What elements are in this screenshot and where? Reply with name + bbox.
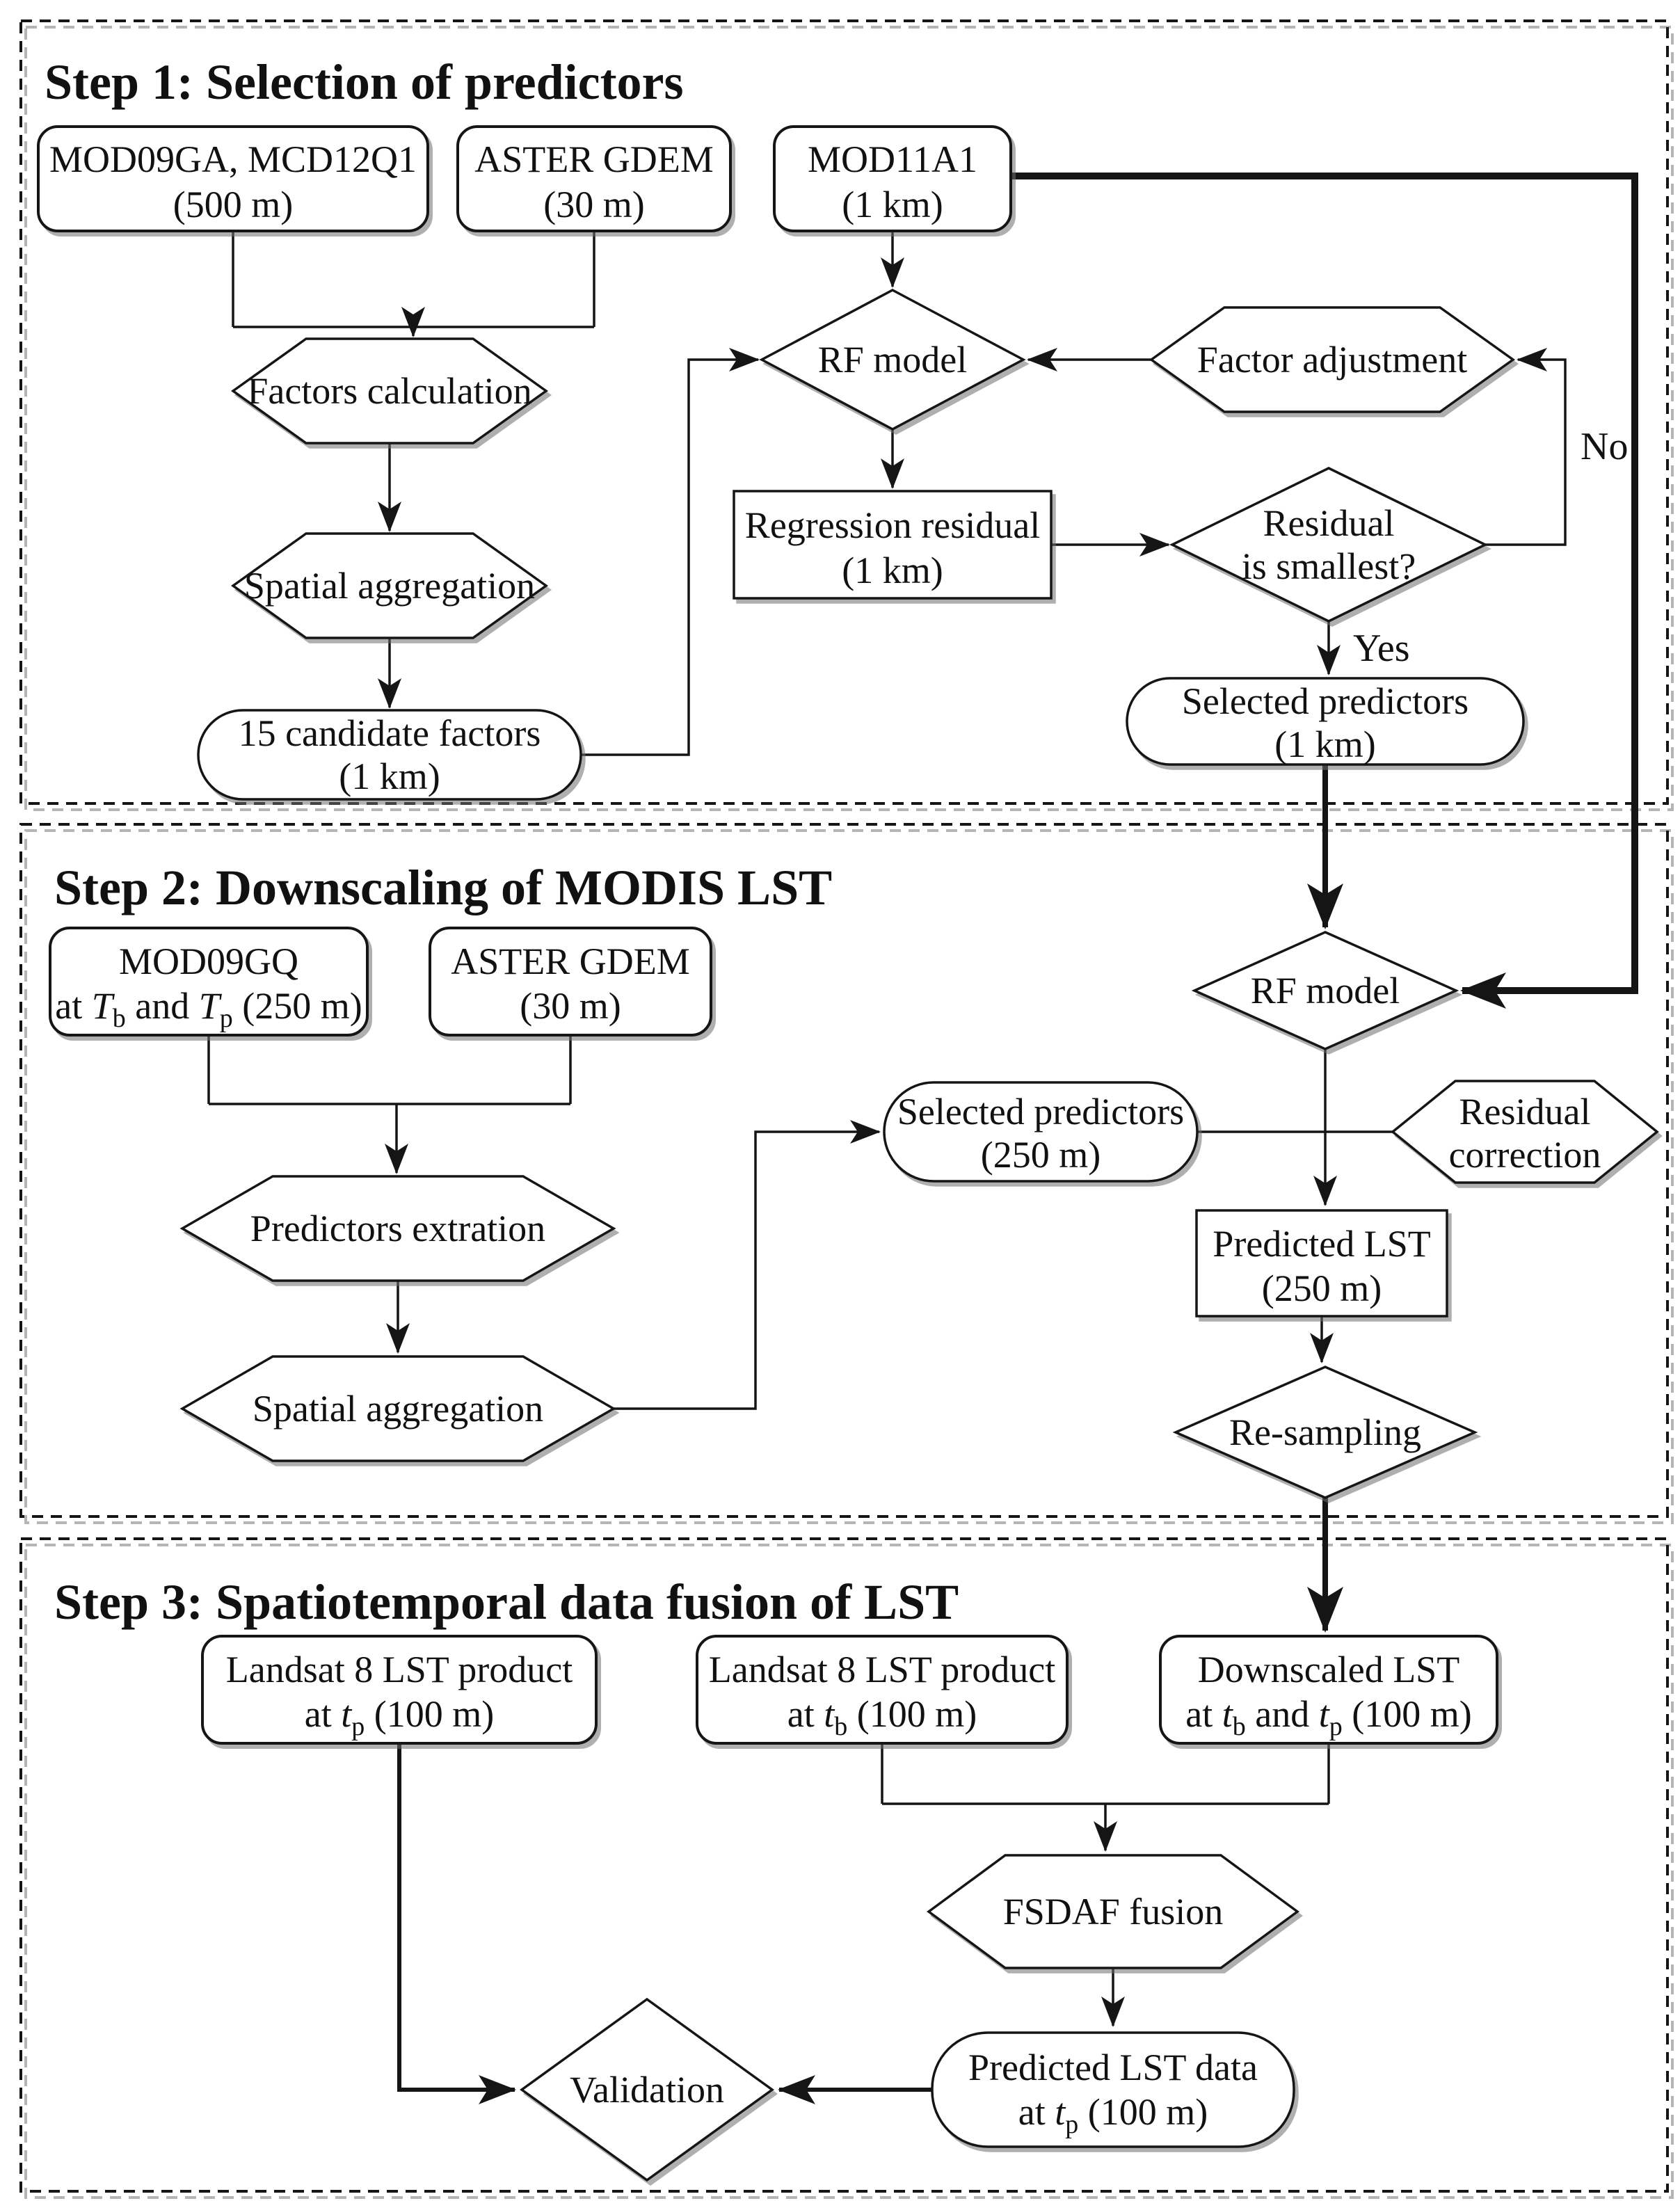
node-validation-diamond [520, 1997, 774, 2182]
step1-title: Step 1: Selection of predictors [45, 54, 684, 110]
node-residual-smallest-line2: is smallest? [1242, 545, 1416, 587]
node-regression-residual-line2: (1 km) [842, 550, 943, 591]
node-aster2-line2: (30 m) [520, 985, 621, 1027]
connector-mod11a1-rfmodel2-thick [1011, 173, 1638, 1009]
step3-title: Step 3: Spatiotemporal data fusion of LS… [54, 1574, 959, 1630]
node-resampling-label: Re-sampling [1229, 1411, 1421, 1453]
node-factors-calculation-label: Factors calculation [247, 370, 531, 412]
node-downscaled-lst-line2: at tb and tp (100 m) [1185, 1693, 1471, 1741]
connector-no-feedback [1485, 348, 1567, 546]
node-spatial-aggregation1-hexagon [230, 532, 549, 639]
node-landsat-tb-box [696, 1635, 1069, 1745]
node-selected-predictors-1km-line2: (1 km) [1274, 723, 1375, 765]
node-selected-predictors-250m-line1: Selected predictors [897, 1091, 1184, 1132]
node-predicted-lst-line1: Predicted LST [1213, 1223, 1430, 1265]
yes-label: Yes [1353, 627, 1409, 670]
node-downscaled-lst-line1: Downscaled LST [1198, 1649, 1459, 1690]
node-mod09gq-line2: at Tb and Tp (250 m) [55, 985, 362, 1033]
node-predicted-lst-line2: (250 m) [1262, 1267, 1382, 1309]
node-aster1-line2: (30 m) [543, 184, 644, 225]
node-rf-model1-label: RF model [818, 339, 968, 381]
node-spatial-aggregation1-label: Spatial aggregation [244, 565, 535, 607]
node-residual-smallest-diamond [1169, 467, 1488, 623]
node-factor-adjustment-label: Factor adjustment [1197, 339, 1467, 381]
step1-section-frame [19, 19, 1669, 805]
node-spatial-aggregation2-label: Spatial aggregation [253, 1388, 543, 1430]
node-fsdaf-fusion-label: FSDAF fusion [1003, 1891, 1224, 1932]
node-downscaled-lst-box [1159, 1635, 1498, 1745]
node-rf-model2-label: RF model [1251, 970, 1400, 1011]
node-residual-correction-hexagon [1391, 1080, 1659, 1184]
node-mod11a1-line2: (1 km) [842, 184, 943, 225]
node-validation-label: Validation [570, 2069, 724, 2111]
node-mod09gq-box [49, 927, 369, 1037]
node-predicted-lst-data-stadium [931, 2031, 1295, 2148]
node-landsat-tb-line1: Landsat 8 LST product [709, 1649, 1055, 1690]
node-selected-predictors-1km-stadium [1126, 677, 1525, 766]
node-predicted-lst-data-line2: at tp (100 m) [1018, 2091, 1208, 2139]
no-label: No [1581, 425, 1628, 468]
node-landsat-tb-line2: at tb (100 m) [787, 1693, 977, 1741]
node-rf-model1-diamond [759, 289, 1026, 431]
node-mod09gq-line1: MOD09GQ [119, 941, 298, 982]
node-residual-correction-line1: Residual [1459, 1091, 1591, 1132]
node-predictors-extration-hexagon [179, 1175, 616, 1282]
node-factors-calculation-hexagon [230, 337, 549, 445]
node-resampling-diamond [1172, 1366, 1478, 1499]
node-fsdaf-fusion-hexagon [927, 1854, 1299, 1969]
node-landsat-tp-line2: at tp (100 m) [305, 1693, 494, 1741]
node-selected-predictors-1km-line1: Selected predictors [1182, 680, 1469, 722]
node-candidate-factors-line1: 15 candidate factors [239, 712, 541, 754]
node-predictors-extration-label: Predictors extration [250, 1208, 545, 1249]
node-regression-residual-box [733, 490, 1053, 600]
step2-title: Step 2: Downscaling of MODIS LST [54, 860, 832, 915]
node-candidate-factors-stadium [197, 709, 582, 801]
connector-landsattp-validation [397, 1743, 516, 2104]
node-aster2-line1: ASTER GDEM [451, 941, 690, 982]
node-aster1-line1: ASTER GDEM [474, 138, 714, 180]
node-mod09ga-box [37, 125, 429, 232]
node-predicted-lst-data-line1: Predicted LST data [968, 2047, 1258, 2088]
node-mod09ga-line1: MOD09GA, MCD12Q1 [49, 138, 417, 180]
step2-section-frame [19, 823, 1669, 1518]
step3-section-frame [19, 1537, 1669, 2193]
node-residual-correction-line2: correction [1449, 1134, 1601, 1176]
node-landsat-tp-box [201, 1635, 598, 1745]
node-spatial-aggregation2-hexagon [179, 1355, 616, 1462]
node-mod11a1-line1: MOD11A1 [808, 138, 977, 180]
connector-spatial2-selected250 [614, 1120, 881, 1410]
node-predicted-lst-box [1195, 1209, 1448, 1318]
node-landsat-tp-line1: Landsat 8 LST product [226, 1649, 573, 1690]
node-selected-predictors-250m-line2: (250 m) [981, 1134, 1101, 1176]
node-residual-smallest-line1: Residual [1263, 502, 1395, 544]
node-mod09ga-line2: (500 m) [173, 184, 293, 225]
connector-candidates-rfmodel [581, 348, 760, 756]
node-mod11a1-box [773, 125, 1012, 232]
node-factor-adjustment-hexagon [1149, 306, 1516, 413]
node-candidate-factors-line2: (1 km) [339, 755, 440, 797]
node-aster1-box [456, 125, 732, 232]
node-aster2-box [429, 927, 712, 1037]
node-regression-residual-line1: Regression residual [745, 504, 1040, 546]
node-selected-predictors-250m-stadium [883, 1081, 1199, 1183]
node-rf-model2-diamond [1191, 931, 1459, 1050]
